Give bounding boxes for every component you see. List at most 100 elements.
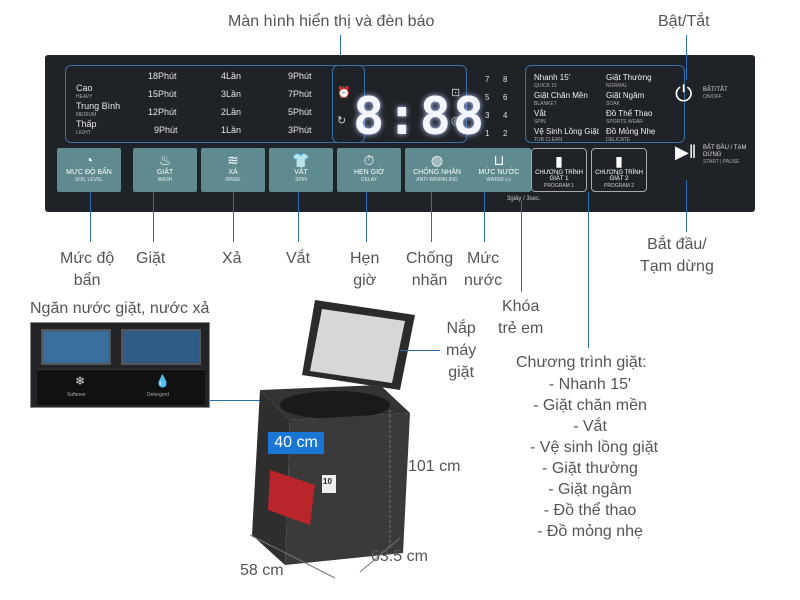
water-level-num: 6 xyxy=(503,93,508,102)
water-level-num: 1 xyxy=(485,129,490,138)
wash-time: 9Phút xyxy=(154,125,178,135)
width-dimension: 58 cm xyxy=(240,562,284,579)
program-item: - Đồ thể thao xyxy=(543,502,637,519)
depth-dimension: 63.5 cm xyxy=(371,548,428,565)
iron-icon: ◍ xyxy=(430,152,444,168)
anti-wrinkle-callout: Chống nhăn xyxy=(406,250,454,289)
washing-machine xyxy=(252,300,415,565)
height-dimension: 101 cm xyxy=(408,458,461,475)
spin-time: 9Phút xyxy=(288,71,312,81)
drawer-front: ❄ Softener 💧 Detergent xyxy=(37,369,205,405)
delay-callout: Hẹn giờ xyxy=(350,250,380,289)
document-icon: ▮ xyxy=(615,153,623,169)
rinse-icon: ≋ xyxy=(227,152,239,168)
softener-compartment xyxy=(41,329,111,365)
detergent-label: Detergent xyxy=(147,392,169,398)
program-item: - Giặt ngâm xyxy=(548,481,632,498)
programs-title: Chương trình giặt: xyxy=(516,354,647,371)
wash-time: 15Phút xyxy=(148,89,177,99)
soil-callout: Mức độ bẩn xyxy=(60,250,115,289)
water-level-num: 8 xyxy=(503,75,508,84)
snowflake-icon: ❄ xyxy=(75,374,86,388)
lock-icon: ⊡ xyxy=(451,87,461,99)
lid-callout: Nắp máy giặt xyxy=(446,320,477,381)
water-callout: Mức nước xyxy=(464,250,503,289)
spin-time: 3Phút xyxy=(288,125,312,135)
clock-icon: ⏱ xyxy=(363,152,375,168)
door-icon: ◎ xyxy=(451,115,461,127)
rinse-callout: Xả xyxy=(222,250,242,267)
water-level-num: 7 xyxy=(485,75,490,84)
spin-time: 5Phút xyxy=(288,107,312,117)
wash-icon: ♨ xyxy=(158,152,172,168)
spin-callout: Vắt xyxy=(286,250,311,267)
shirt-icon: 👕 xyxy=(292,152,310,168)
rinse-count: 3Lần xyxy=(221,89,242,99)
gauge-icon: ◔ xyxy=(84,152,94,168)
wash-time: 12Phút xyxy=(148,107,177,117)
rinse-count: 1Lần xyxy=(221,125,242,135)
opening-width-tag: 40 cm xyxy=(268,432,324,454)
wash-callout: Giặt xyxy=(136,250,166,267)
start-pause-callout: Bắt đầu/ Tạm dừng xyxy=(640,236,714,275)
program-item: - Vắt xyxy=(573,418,607,435)
wash-time: 18Phút xyxy=(148,71,177,81)
water-level-icon: ⊔ xyxy=(493,152,505,168)
water-level-num: 3 xyxy=(485,111,490,120)
child-lock-hint: 3giây / 3sec. xyxy=(507,196,541,202)
program-item: - Giặt thường xyxy=(542,460,638,477)
detergent-drawer-photo: ❄ Softener 💧 Detergent xyxy=(30,322,210,408)
water-level-num: 5 xyxy=(485,93,490,102)
detergent-compartment xyxy=(121,329,201,365)
start-pause-icon[interactable]: ▶‖ xyxy=(675,142,697,162)
water-level-num: 4 xyxy=(503,111,508,120)
dimension-lines xyxy=(249,410,401,579)
softener-label: Softener xyxy=(67,392,86,398)
drop-icon: 💧 xyxy=(155,374,170,388)
program-item: - Đồ mỏng nhẹ xyxy=(537,523,643,540)
child-lock-callout: Khóa trẻ em xyxy=(498,298,544,337)
display-label: Màn hình hiển thị và đèn báo xyxy=(228,13,435,30)
document-icon: ▮ xyxy=(555,153,563,169)
spin-time: 7Phút xyxy=(288,89,312,99)
power-label: Bật/Tắt xyxy=(658,13,710,30)
rinse-count: 4Lần xyxy=(221,71,242,81)
program-item: - Nhanh 15' xyxy=(548,376,632,393)
water-level-num: 2 xyxy=(503,129,508,138)
seven-segment-display: 8:88 xyxy=(353,87,487,147)
alarm-clock-icon: ⏰ xyxy=(337,87,351,99)
program-item: - Vệ sinh lồng giặt xyxy=(530,439,659,456)
drawer-label: Ngăn nước giặt, nước xả xyxy=(30,300,210,317)
led-display: ⏰ ↻ ⊡ ◎ 8:88 xyxy=(332,65,484,143)
program-quick15: Nhanh 15'QUICK 15 xyxy=(534,73,571,90)
energy-badge: 10 xyxy=(323,477,332,486)
program-item: - Giặt chăn mền xyxy=(533,397,647,414)
power-icon[interactable]: ⏻ xyxy=(675,81,693,106)
delay-arrow-icon: ↻ xyxy=(337,115,347,127)
rinse-count: 2Lần xyxy=(221,107,242,117)
